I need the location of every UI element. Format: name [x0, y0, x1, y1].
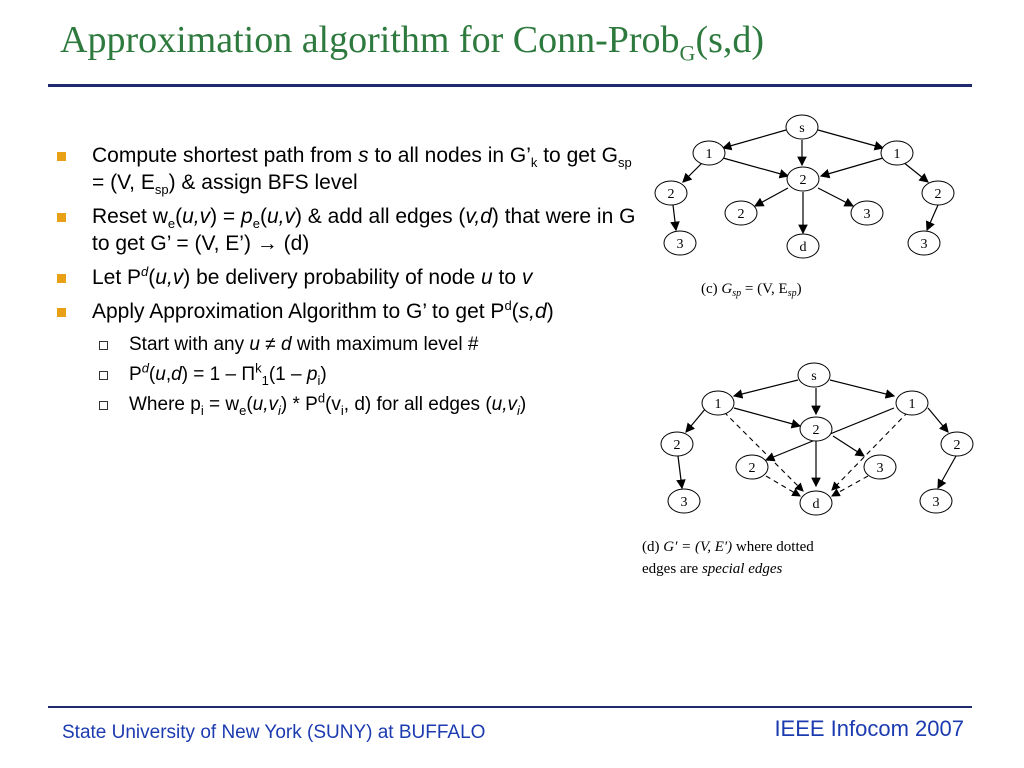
- arrow-icon: →: [256, 232, 278, 255]
- svg-text:3: 3: [933, 495, 940, 510]
- node-level2-left: 2: [654, 180, 688, 206]
- svg-text:3: 3: [864, 207, 871, 222]
- node-destination: d: [786, 233, 820, 259]
- svg-text:s: s: [799, 121, 804, 136]
- figure-d-caption-line2: edges are special edges: [642, 561, 783, 577]
- footer-conference: IEEE Infocom 2007: [774, 716, 964, 741]
- node-level2-right: 2: [940, 431, 974, 457]
- footer-divider: [48, 706, 972, 708]
- svg-text:2: 2: [749, 461, 756, 476]
- bullet-shortest-path: Compute shortest path from s to all node…: [55, 142, 645, 196]
- footer-institution: State University of New York (SUNY) at B…: [62, 722, 486, 743]
- svg-text:1: 1: [909, 397, 916, 412]
- node-level2-right: 2: [921, 180, 955, 206]
- node-level2-center: 2: [786, 166, 820, 192]
- svg-text:2: 2: [954, 438, 961, 453]
- figure-gprime-graph: s 1 1 2 2 2 2 3 3 d 3 (d) G′ = (V, E′) w…: [638, 356, 980, 588]
- node-s: s: [797, 362, 831, 388]
- title-divider: [48, 84, 972, 87]
- subbullet-where: Where pi = we(u,vi) * Pd(vi, d) for all …: [55, 392, 645, 417]
- subbullet-start: Start with any u ≠ d with maximum level …: [55, 332, 645, 357]
- node-s: s: [785, 114, 819, 140]
- node-level3-left: 3: [663, 230, 697, 256]
- svg-text:2: 2: [668, 187, 675, 202]
- svg-text:3: 3: [877, 461, 884, 476]
- node-level1-right: 1: [880, 140, 914, 166]
- svg-text:1: 1: [706, 147, 713, 162]
- node-level3-right: 3: [919, 488, 953, 514]
- bullet-apply-algorithm: Apply Approximation Algorithm to G’ to g…: [55, 298, 645, 325]
- svg-text:s: s: [811, 369, 816, 384]
- node-level1-left: 1: [701, 390, 735, 416]
- figure-gsp-graph: s 1 1 2 2 2 2 3 3 d 3 (c) Gsp = (V, Esp): [643, 110, 973, 304]
- svg-text:2: 2: [800, 173, 807, 188]
- svg-text:d: d: [813, 497, 820, 512]
- node-level2-left: 2: [660, 431, 694, 457]
- bullet-reset-weights: Reset we(u,v) = pe(u,v) & add all edges …: [55, 203, 645, 257]
- subbullet-formula: Pd(u,d) = 1 – Πk1(1 – pi): [55, 362, 645, 387]
- node-level1-right: 1: [895, 390, 929, 416]
- figure-d-caption-line1: (d) G′ = (V, E′) where dotted: [642, 539, 814, 555]
- node-level2-center: 2: [799, 416, 833, 442]
- node-level2-inner: 2: [735, 454, 769, 480]
- figure-c-caption: (c) Gsp = (V, Esp): [701, 281, 802, 299]
- node-level3-inner: 3: [863, 454, 897, 480]
- slide-title: Approximation algorithm for Conn-ProbG(s…: [60, 19, 765, 66]
- node-level3-right: 3: [907, 230, 941, 256]
- node-level3-left: 3: [667, 488, 701, 514]
- node-destination: d: [799, 490, 833, 516]
- svg-text:3: 3: [921, 237, 928, 252]
- node-level1-left: 1: [692, 140, 726, 166]
- svg-text:1: 1: [715, 397, 722, 412]
- bullet-list: Compute shortest path from s to all node…: [55, 142, 645, 422]
- svg-text:d: d: [800, 240, 807, 255]
- node-level3-inner: 3: [850, 200, 884, 226]
- svg-text:2: 2: [674, 438, 681, 453]
- node-level2-inner: 2: [724, 200, 758, 226]
- svg-text:2: 2: [935, 187, 942, 202]
- bullet-delivery-probability: Let Pd(u,v) be delivery probability of n…: [55, 264, 645, 291]
- svg-text:2: 2: [813, 423, 820, 438]
- svg-text:3: 3: [677, 237, 684, 252]
- svg-text:3: 3: [681, 495, 688, 510]
- svg-text:1: 1: [894, 147, 901, 162]
- svg-text:2: 2: [738, 207, 745, 222]
